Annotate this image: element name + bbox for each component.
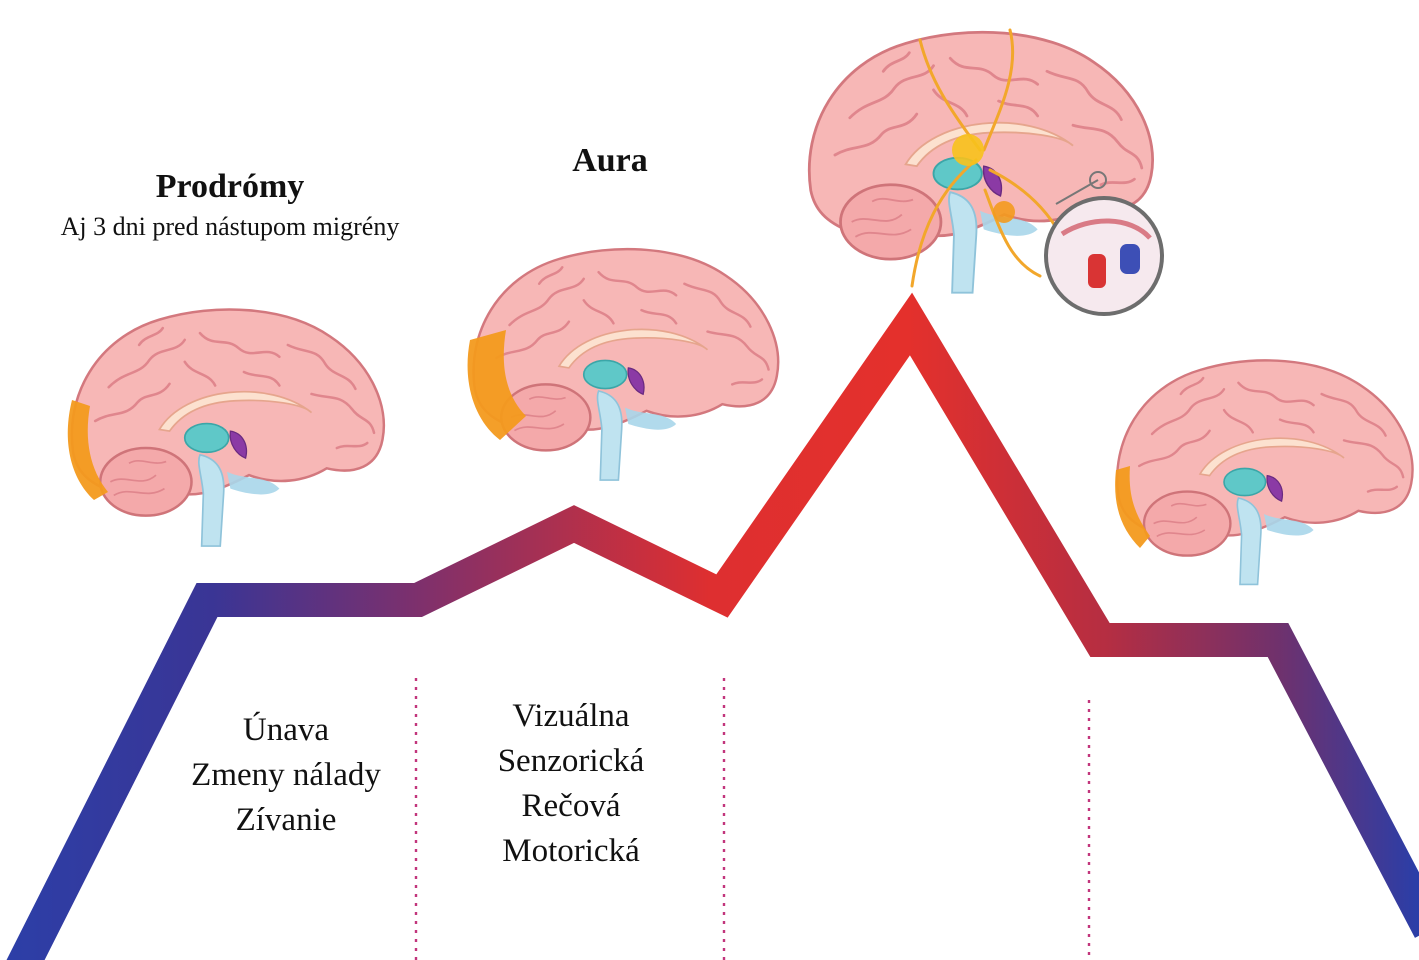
brain-illustration-headache xyxy=(809,30,1162,314)
prodrome-title: Prodrómy xyxy=(10,170,450,204)
brain-illustration-postdrome xyxy=(1115,360,1412,584)
prodrome-symptoms: Únava Zmeny nálady Zívanie xyxy=(166,708,406,843)
symptom-item: Zmeny nálady xyxy=(166,753,406,798)
symptom-item: Motorická xyxy=(461,829,681,874)
prodrome-heading: Prodrómy Aj 3 dni pred nástupom migrény xyxy=(10,170,450,240)
brain-illustration-prodrome xyxy=(68,309,384,546)
symptom-item: Rečová xyxy=(461,784,681,829)
aura-title: Aura xyxy=(520,144,700,178)
symptom-item: Únava xyxy=(166,708,406,753)
aura-heading: Aura xyxy=(520,144,700,178)
symptom-item: Vizuálna xyxy=(461,694,681,739)
brain-illustration-aura xyxy=(468,249,779,480)
prodrome-subtitle: Aj 3 dni pred nástupom migrény xyxy=(10,214,450,240)
aura-symptoms: Vizuálna Senzorická Rečová Motorická xyxy=(461,694,681,874)
symptom-item: Zívanie xyxy=(166,798,406,843)
symptom-item: Senzorická xyxy=(461,739,681,784)
